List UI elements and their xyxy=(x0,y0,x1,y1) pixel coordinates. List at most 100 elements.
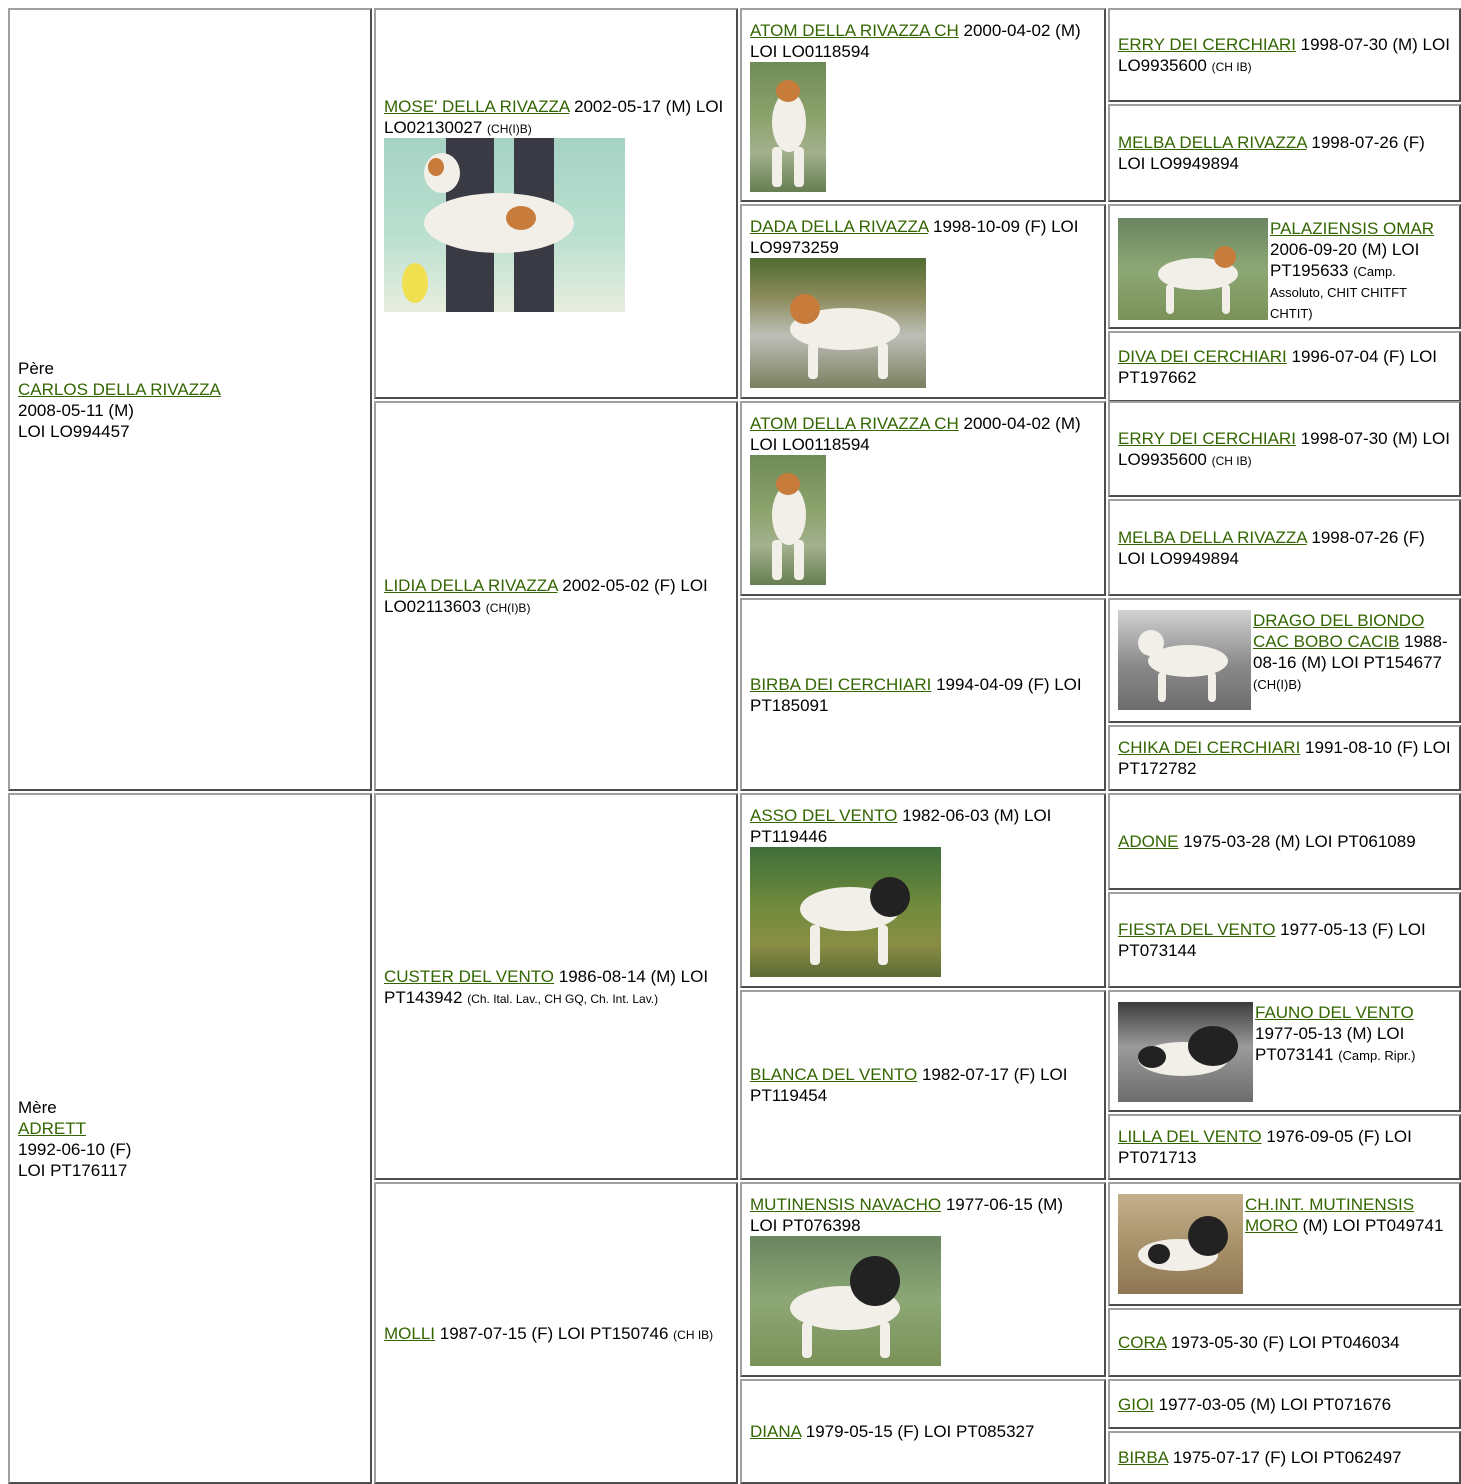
dog-info: 1975-07-17 (F) LOI PT062497 xyxy=(1168,1448,1402,1467)
dog-info: 1987-07-15 (F) LOI PT150746 xyxy=(435,1323,674,1343)
dog-photo xyxy=(1118,218,1268,320)
dog-name-link[interactable]: FAUNO DEL VENTO xyxy=(1255,1003,1414,1022)
gen2-cell: CUSTER DEL VENTO 1986-08-14 (M) LOI PT14… xyxy=(374,793,738,1180)
dog-entry: BLANCA DEL VENTO 1982-07-17 (F) LOI PT11… xyxy=(750,1064,1090,1106)
dog-entry: MOSE' DELLA RIVAZZA 2002-05-17 (M) LOI L… xyxy=(384,96,724,312)
dog-photo xyxy=(1118,1002,1253,1102)
gen3-cell: DADA DELLA RIVAZZA 1998-10-09 (F) LOI LO… xyxy=(740,204,1106,399)
dog-name-link[interactable]: DIVA DEI CERCHIARI xyxy=(1118,346,1287,366)
gen4-cell: ERRY DEI CERCHIARI 1998-07-30 (M) LOI LO… xyxy=(1108,401,1461,497)
gen3-cell: MUTINENSIS NAVACHO 1977-06-15 (M) LOI PT… xyxy=(740,1182,1106,1377)
sire-name-link[interactable]: CARLOS DELLA RIVAZZA xyxy=(18,379,221,399)
dog-info: 1998-07-30 (M) LOI LO9935600 xyxy=(1118,429,1450,469)
dog-entry: ASSO DEL VENTO 1982-06-03 (M) LOI PT1194… xyxy=(750,805,1090,977)
dog-title: (CH IB) xyxy=(1211,60,1252,74)
dog-name-link[interactable]: LILLA DEL VENTO xyxy=(1118,1127,1262,1146)
dog-entry: MELBA DELLA RIVAZZA 1998-07-26 (F) LOI L… xyxy=(1118,527,1451,569)
gen4-cell: FAUNO DEL VENTO 1977-05-13 (M) LOI PT073… xyxy=(1108,990,1461,1112)
dog-entry: GIOI 1977-03-05 (M) LOI PT071676 xyxy=(1118,1394,1451,1415)
dog-title: (CH(I)B) xyxy=(485,601,531,615)
dog-title: (Ch. Ital. Lav., CH GQ, Ch. Int. Lav.) xyxy=(467,991,659,1006)
gen3-cell: BIRBA DEI CERCHIARI 1994-04-09 (F) LOI P… xyxy=(740,598,1106,791)
dog-entry: MELBA DELLA RIVAZZA 1998-07-26 (F) LOI L… xyxy=(1118,132,1451,174)
dog-info: 1975-03-28 (M) LOI PT061089 xyxy=(1178,832,1416,851)
dog-name-link[interactable]: CORA xyxy=(1118,1333,1167,1352)
dog-entry: ERRY DEI CERCHIARI 1998-07-30 (M) LOI LO… xyxy=(1118,34,1451,76)
gen3-cell: ASSO DEL VENTO 1982-06-03 (M) LOI PT1194… xyxy=(740,793,1106,988)
gen4-cell: FIESTA DEL VENTO 1977-05-13 (F) LOI PT07… xyxy=(1108,892,1461,988)
gen3-cell: BLANCA DEL VENTO 1982-07-17 (F) LOI PT11… xyxy=(740,990,1106,1180)
dog-entry: CUSTER DEL VENTO 1986-08-14 (M) LOI PT14… xyxy=(384,966,724,1008)
dog-entry: MOLLI 1987-07-15 (F) LOI PT150746 (CH IB… xyxy=(384,1323,724,1344)
dog-name-link[interactable]: CH.INT. MUTINENSIS MORO xyxy=(1245,1195,1415,1235)
dog-title: (CH IB) xyxy=(673,1327,714,1342)
dog-entry: DADA DELLA RIVAZZA 1998-10-09 (F) LOI LO… xyxy=(750,216,1090,388)
dog-entry: DRAGO DEL BIONDO CAC BOBO CACIB 1988-08-… xyxy=(1118,610,1451,710)
dog-name-link[interactable]: MUTINENSIS NAVACHO xyxy=(750,1195,942,1214)
dog-entry: BIRBA DEI CERCHIARI 1994-04-09 (F) LOI P… xyxy=(750,674,1090,716)
dog-name-link[interactable]: MOLLI xyxy=(384,1323,436,1343)
dog-name-link[interactable]: CHIKA DEI CERCHIARI xyxy=(1118,738,1301,757)
dog-name-link[interactable]: MELBA DELLA RIVAZZA xyxy=(1118,527,1307,547)
gen4-cell: ADONE 1975-03-28 (M) LOI PT061089 xyxy=(1108,793,1461,890)
dog-title: (CH IB) xyxy=(1211,454,1252,468)
dog-title: (CH(I)B) xyxy=(1253,677,1302,692)
dog-info: 1998-07-26 (F) LOI LO9949894 xyxy=(1118,527,1425,568)
dog-name-link[interactable]: ASSO DEL VENTO xyxy=(750,806,898,825)
dam-info: Mère ADRETT 1992-06-10 (F) LOI PT176117 xyxy=(18,1097,131,1181)
dog-text: PALAZIENSIS OMAR 2006-09-20 (M) LOI PT19… xyxy=(1118,218,1451,323)
dog-name-link[interactable]: ATOM DELLA RIVAZZA CH xyxy=(750,414,959,433)
dog-entry: DIANA 1979-05-15 (F) LOI PT085327 xyxy=(750,1421,1090,1442)
dog-name-link[interactable]: BIRBA DEI CERCHIARI xyxy=(750,674,932,694)
dog-entry: ATOM DELLA RIVAZZA CH 2000-04-02 (M) LOI… xyxy=(750,20,1090,192)
dog-name-link[interactable]: LIDIA DELLA RIVAZZA xyxy=(384,576,558,595)
dog-name-link[interactable]: ERRY DEI CERCHIARI xyxy=(1118,35,1296,54)
dog-title: (Camp. Ripr.) xyxy=(1338,1048,1416,1063)
sire-role-label: Père xyxy=(18,358,54,378)
dog-name-link[interactable]: CUSTER DEL VENTO xyxy=(384,966,555,986)
dog-name-link[interactable]: ADONE xyxy=(1118,832,1179,851)
dog-name-link[interactable]: ATOM DELLA RIVAZZA CH xyxy=(750,21,959,40)
dam-birth-line: 1992-06-10 (F) xyxy=(18,1139,132,1159)
dog-entry: LIDIA DELLA RIVAZZA 2002-05-02 (F) LOI L… xyxy=(384,575,724,617)
dog-info: 2000-04-02 (M) LOI LO0118594 xyxy=(750,414,1081,454)
dog-name-link[interactable]: DRAGO DEL BIONDO CAC BOBO CACIB xyxy=(1253,611,1425,651)
dog-entry: BIRBA 1975-07-17 (F) LOI PT062497 xyxy=(1118,1447,1451,1468)
dog-name-link[interactable]: MOSE' DELLA RIVAZZA xyxy=(384,96,570,116)
dog-name-link[interactable]: DIANA xyxy=(750,1422,802,1441)
dog-info: 1982-06-03 (M) LOI PT119446 xyxy=(750,806,1052,846)
dog-name-link[interactable]: MELBA DELLA RIVAZZA xyxy=(1118,133,1307,152)
gen2-cell: LIDIA DELLA RIVAZZA 2002-05-02 (F) LOI L… xyxy=(374,401,738,791)
dog-photo xyxy=(750,1236,941,1366)
dog-entry: ATOM DELLA RIVAZZA CH 2000-04-02 (M) LOI… xyxy=(750,413,1090,585)
dog-info: 1998-07-30 (M) LOI LO9935600 xyxy=(1118,35,1450,75)
dog-text: DRAGO DEL BIONDO CAC BOBO CACIB 1988-08-… xyxy=(1118,610,1451,694)
gen4-cell: ERRY DEI CERCHIARI 1998-07-30 (M) LOI LO… xyxy=(1108,8,1461,102)
dog-name-link[interactable]: BIRBA xyxy=(1118,1448,1169,1467)
dog-info: 1998-10-09 (F) LOI LO9973259 xyxy=(750,217,1079,257)
dog-info: 1996-07-04 (F) LOI PT197662 xyxy=(1118,346,1438,387)
sire-cell: Père CARLOS DELLA RIVAZZA 2008-05-11 (M)… xyxy=(8,8,372,791)
dog-info: 1994-04-09 (F) LOI PT185091 xyxy=(750,674,1082,715)
dog-info: 1977-05-13 (F) LOI PT073144 xyxy=(1118,920,1426,960)
dog-name-link[interactable]: DADA DELLA RIVAZZA xyxy=(750,217,929,236)
dog-info: 1977-06-15 (M) LOI PT076398 xyxy=(750,1195,1063,1235)
gen4-cell: CORA 1973-05-30 (F) LOI PT046034 xyxy=(1108,1308,1461,1377)
dog-name-link[interactable]: BLANCA DEL VENTO xyxy=(750,1065,918,1084)
dog-photo xyxy=(384,137,625,312)
dog-title: (CH(I)B) xyxy=(487,121,532,136)
dog-info: 1973-05-30 (F) LOI PT046034 xyxy=(1166,1333,1400,1352)
gen3-cell: DIANA 1979-05-15 (F) LOI PT085327 xyxy=(740,1379,1106,1484)
dog-name-link[interactable]: PALAZIENSIS OMAR xyxy=(1270,219,1435,238)
gen4-cell: GIOI 1977-03-05 (M) LOI PT071676 xyxy=(1108,1379,1461,1429)
dog-photo xyxy=(1118,610,1251,710)
dam-name-link[interactable]: ADRETT xyxy=(18,1118,86,1138)
gen4-cell: BIRBA 1975-07-17 (F) LOI PT062497 xyxy=(1108,1431,1461,1484)
dog-name-link[interactable]: GIOI xyxy=(1118,1394,1154,1414)
dog-name-link[interactable]: ERRY DEI CERCHIARI xyxy=(1118,429,1296,448)
gen4-cell: DRAGO DEL BIONDO CAC BOBO CACIB 1988-08-… xyxy=(1108,598,1461,723)
dog-photo xyxy=(750,455,826,585)
dog-name-link[interactable]: FIESTA DEL VENTO xyxy=(1118,920,1276,939)
gen4-cell: PALAZIENSIS OMAR 2006-09-20 (M) LOI PT19… xyxy=(1108,204,1461,329)
dog-entry: FIESTA DEL VENTO 1977-05-13 (F) LOI PT07… xyxy=(1118,919,1451,961)
